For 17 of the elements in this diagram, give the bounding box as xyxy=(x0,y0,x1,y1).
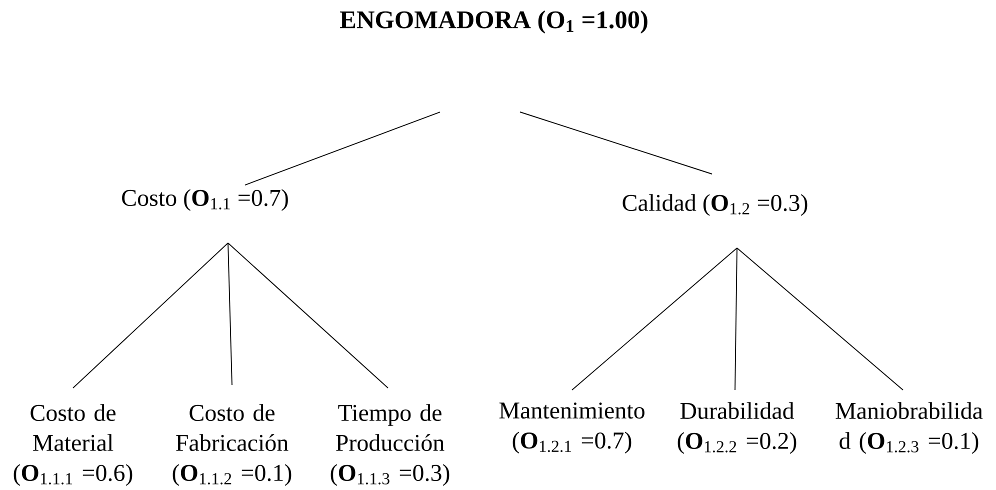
connector-line xyxy=(228,242,232,386)
criterion-label: Calidad (O$_{1.2}$ =0.3) xyxy=(622,194,808,216)
subcriterion-label: Mantenimiento (O$_{1.2.1}$ =0.7) xyxy=(499,402,644,454)
connector-line xyxy=(734,248,738,390)
connector-line xyxy=(520,112,712,174)
title-text: ENGOMADORA (O$_{1}$ =1.00) xyxy=(340,10,648,34)
subcriterion-label: Costo de Material (O$_{1.1.1}$ =0.6) xyxy=(14,404,132,486)
connector-line xyxy=(572,248,738,390)
connector-line xyxy=(228,242,388,388)
subcriterion-label: Tiempo de Producción (O$_{1.1.3}$ =0.3) xyxy=(330,404,450,486)
criterion-label: Costo (O$_{1.1}$ =0.7) xyxy=(122,189,288,211)
connector-line xyxy=(244,112,440,186)
subcriterion-label: Costo de Fabricación (O$_{1.1.2}$ =0.1) xyxy=(172,404,292,486)
connector-line xyxy=(72,242,228,388)
subcriterion-label: Maniobrabilida d (O$_{1.2.3}$ =0.1) xyxy=(836,402,983,454)
connector-line xyxy=(736,248,904,390)
subcriterion-label: Durabilidad (O$_{1.2.2}$ =0.2) xyxy=(678,402,796,454)
